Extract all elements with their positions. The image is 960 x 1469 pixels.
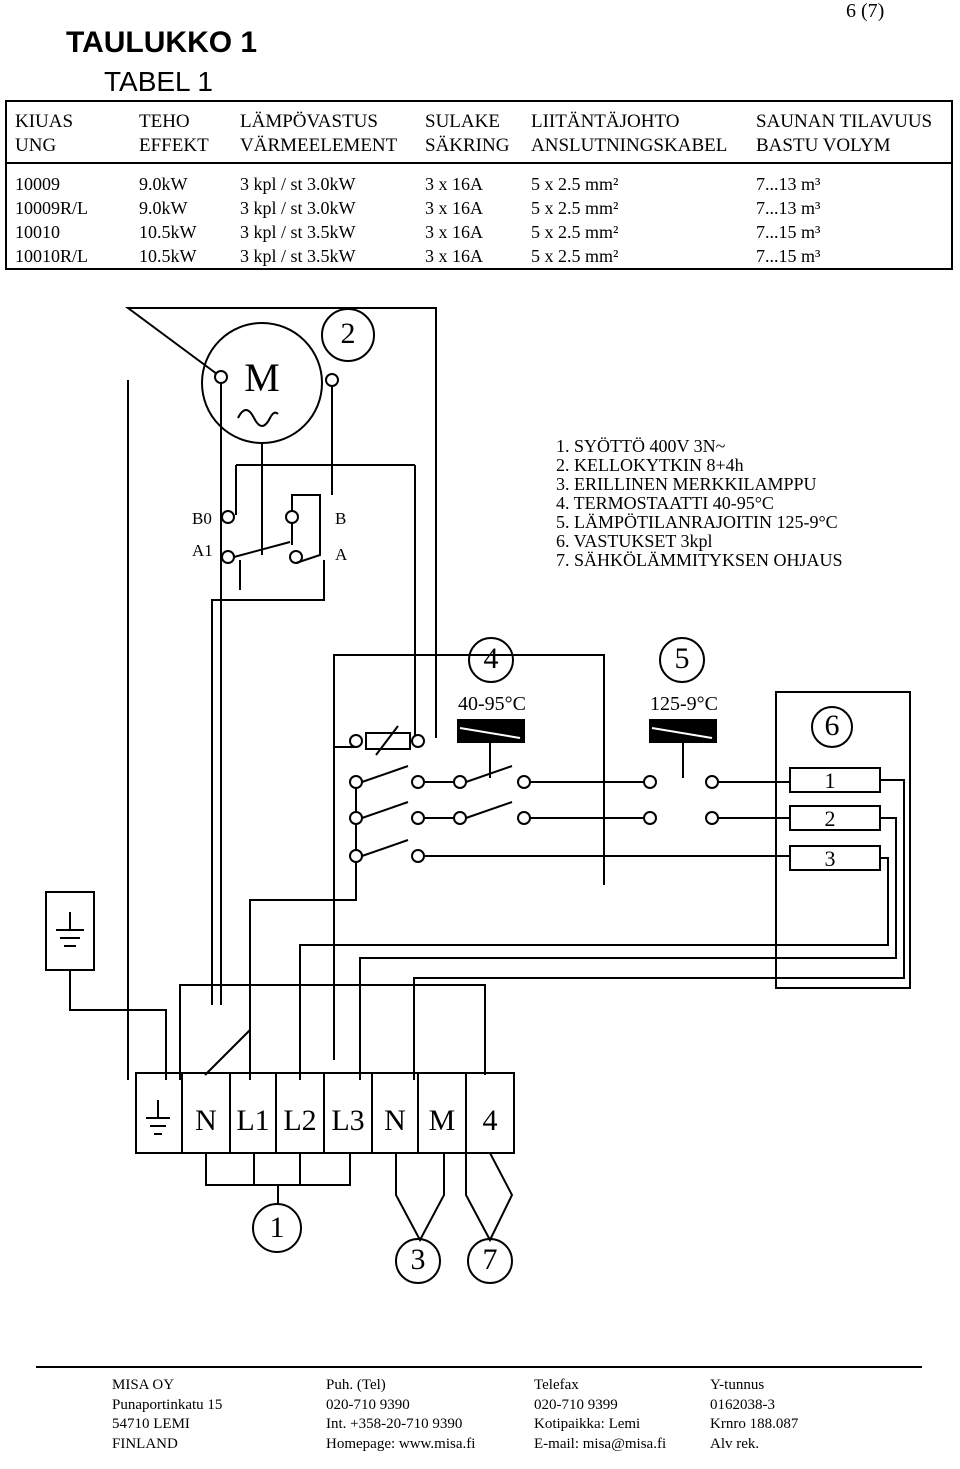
diagram-legend: 1. SYÖTTÖ 400V 3N~ 2. KELLOKYTKIN 8+4h 3… — [556, 437, 843, 570]
callout-3-label: 3 — [411, 1243, 426, 1276]
table-cell: 3 x 16A — [425, 246, 483, 266]
table-cell: 7...15 m³ — [756, 222, 821, 242]
table-cell: 7...13 m³ — [756, 174, 821, 194]
terminal-n1: N — [195, 1104, 217, 1137]
legend-item: 5. LÄMPÖTILANRAJOITIN 125-9°C — [556, 512, 838, 532]
table-cell: 3 kpl / st 3.0kW — [240, 174, 356, 194]
table-cell: 10009 — [15, 174, 60, 194]
table-row: 10009 9.0kW 3 kpl / st 3.0kW 3 x 16A 5 x… — [7, 172, 951, 196]
switch-a1-label: A1 — [192, 541, 213, 560]
callout-2-label: 2 — [341, 317, 356, 350]
table-cell: 5 x 2.5 mm² — [531, 174, 619, 194]
wiring-diagram: M 2 B0 A1 B A 4 5 40-95°C 125-9°C 6 1 2 … — [45, 307, 911, 1284]
table-cell: 10.5kW — [139, 246, 197, 266]
callout-1-circle — [252, 1203, 302, 1253]
switch-a-label: A — [335, 545, 348, 564]
limiter-range: 125-9°C — [650, 693, 718, 715]
callout-7-circle — [467, 1238, 513, 1284]
legend-item: 6. VASTUKSET 3kpl — [556, 531, 713, 551]
terminal-l1: L1 — [236, 1104, 269, 1137]
table-cell: 10.5kW — [139, 222, 197, 242]
table-cell: 3 x 16A — [425, 198, 483, 218]
terminal-l2: L2 — [283, 1104, 316, 1137]
legend-item: 1. SYÖTTÖ 400V 3N~ — [556, 436, 726, 456]
callout-3-circle — [395, 1238, 441, 1284]
terminal-l3: L3 — [331, 1104, 364, 1137]
table-cell: 5 x 2.5 mm² — [531, 198, 619, 218]
legend-item: 3. ERILLINEN MERKKILAMPPU — [556, 474, 817, 494]
table-row: 10009R/L 9.0kW 3 kpl / st 3.0kW 3 x 16A … — [7, 196, 951, 220]
callout-7-label: 7 — [483, 1243, 498, 1276]
callout-4-label: 4 — [484, 642, 499, 675]
terminal-m: M — [429, 1104, 456, 1137]
switch-b-label: B — [335, 509, 346, 528]
table-cell: 10010 — [15, 222, 60, 242]
table-cell: 9.0kW — [139, 174, 188, 194]
element-2-label: 2 — [825, 806, 836, 831]
legend-item: 7. SÄHKÖLÄMMITYKSEN OHJAUS — [556, 550, 843, 570]
motor-sine-wave — [237, 409, 279, 427]
resistor-enclosure — [775, 691, 911, 989]
table-cell: 9.0kW — [139, 198, 188, 218]
legend-item: 4. TERMOSTAATTI 40-95°C — [556, 493, 774, 513]
page-number: 6 (7) — [846, 0, 885, 22]
element-1-label: 1 — [825, 768, 836, 793]
table-cell: 3 x 16A — [425, 222, 483, 242]
terminal-n2: N — [384, 1104, 406, 1137]
table-cell: 3 kpl / st 3.5kW — [240, 246, 356, 266]
callout-4-circle — [468, 637, 514, 683]
callout-5-label: 5 — [675, 642, 690, 675]
callout-6-circle — [811, 706, 853, 748]
table-cell: 10009R/L — [15, 198, 89, 218]
switch-b0-label: B0 — [192, 509, 212, 528]
callout-1-label: 1 — [270, 1211, 285, 1244]
table-cell: 3 x 16A — [425, 174, 483, 194]
motor-label: M — [244, 355, 280, 400]
table-cell: 10010R/L — [15, 246, 89, 266]
table-row: 10010 10.5kW 3 kpl / st 3.5kW 3 x 16A 5 … — [7, 220, 951, 244]
table-row: 10010R/L 10.5kW 3 kpl / st 3.5kW 3 x 16A… — [7, 244, 951, 268]
table-cell: 7...13 m³ — [756, 198, 821, 218]
callout-6-label: 6 — [825, 709, 840, 742]
table-cell: 7...15 m³ — [756, 246, 821, 266]
element-3-label: 3 — [825, 846, 836, 871]
thermostat-range: 40-95°C — [458, 693, 526, 715]
table-cell: 3 kpl / st 3.5kW — [240, 222, 356, 242]
legend-item: 2. KELLOKYTKIN 8+4h — [556, 455, 744, 475]
terminal-4: 4 — [483, 1104, 498, 1137]
table-cell: 3 kpl / st 3.0kW — [240, 198, 356, 218]
callout-5-circle — [659, 637, 705, 683]
table-title-fi: TAULUKKO 1 — [66, 26, 258, 59]
table-cell: 5 x 2.5 mm² — [531, 246, 619, 266]
footer-divider — [36, 1366, 922, 1368]
table-cell: 5 x 2.5 mm² — [531, 222, 619, 242]
table-title-sv: TABEL 1 — [104, 66, 213, 97]
